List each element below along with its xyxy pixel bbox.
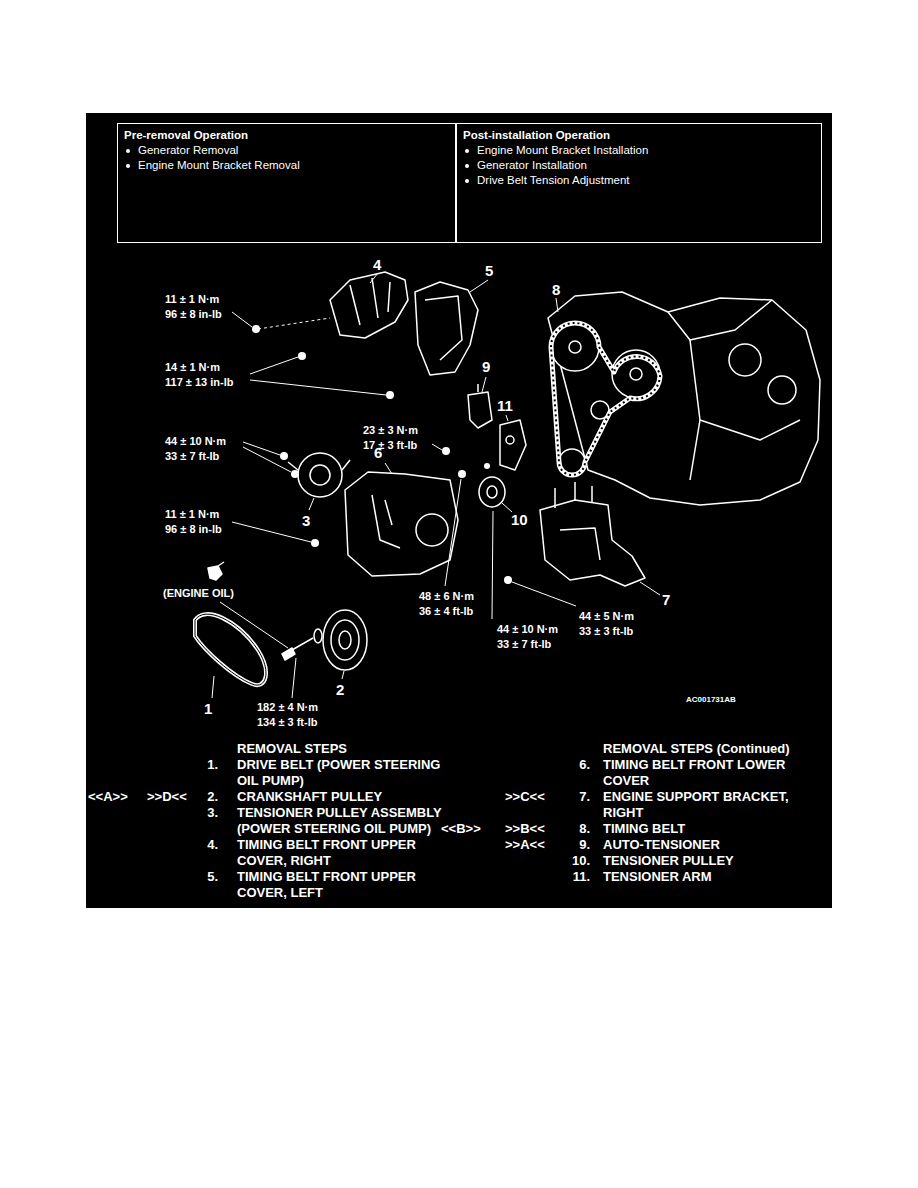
section-heading: Post-installation Operation xyxy=(463,128,815,143)
bullet xyxy=(465,164,469,168)
step-text: TIMING BELT FRONT LOWER COVER xyxy=(603,757,813,789)
post-installation-cell: Post-installation OperationEngine Mount … xyxy=(456,123,822,243)
step-number: 8. xyxy=(560,821,590,837)
leader-lines xyxy=(212,273,660,698)
callout-number: 3 xyxy=(302,512,310,529)
bullet-row: Engine Mount Bracket Installation xyxy=(463,143,815,158)
torque-value: 11 ± 1 N·m xyxy=(165,292,219,307)
torque-value: 44 ± 5 N·m xyxy=(579,609,634,624)
torque-value: 96 ± 8 in-lb xyxy=(165,307,222,322)
callout-number: 10 xyxy=(511,511,528,528)
bullet xyxy=(465,149,469,153)
step-text: AUTO-TENSIONER xyxy=(603,837,813,853)
torque-value: 23 ± 3 N·m xyxy=(363,423,418,438)
procedure-marker: >>B<< xyxy=(505,821,545,837)
bullet-row: Generator Removal xyxy=(124,143,449,158)
step-number: 5. xyxy=(188,869,218,885)
section-heading: Pre-removal Operation xyxy=(124,128,449,143)
callout-number: 7 xyxy=(662,591,670,608)
step-number: 7. xyxy=(560,789,590,805)
torque-value: 134 ± 3 ft-lb xyxy=(257,715,317,730)
procedure-marker: <<A>> xyxy=(88,789,128,805)
torque-value: 182 ± 4 N·m xyxy=(257,700,318,715)
step-text: DRIVE BELT (POWER STEERING OIL PUMP) xyxy=(237,757,452,789)
step-number: 2. xyxy=(188,789,218,805)
upper-cover-left xyxy=(415,282,478,375)
step-number: 6. xyxy=(560,757,590,773)
step-text: ENGINE SUPPORT BRACKET, RIGHT xyxy=(603,789,813,821)
torque-value: 36 ± 4 ft-lb xyxy=(419,604,473,619)
bullet-row: Drive Belt Tension Adjustment xyxy=(463,173,815,188)
step-number: 1. xyxy=(188,757,218,773)
callout-number: 4 xyxy=(373,256,381,273)
step-number: 3. xyxy=(188,805,218,821)
torque-value: 44 ± 10 N·m xyxy=(497,622,558,637)
bullet-item: Generator Removal xyxy=(138,143,238,158)
procedure-marker: >>D<< xyxy=(147,789,187,805)
procedure-marker: >>A<< xyxy=(505,837,545,853)
step-text: TIMING BELT xyxy=(603,821,813,837)
torque-value: 48 ± 6 N·m xyxy=(419,589,474,604)
step-number: 4. xyxy=(188,837,218,853)
figure-code: AC001731AB xyxy=(686,695,736,705)
torque-value: 33 ± 3 ft-lb xyxy=(579,624,633,639)
tensioner-pulley-assembly xyxy=(288,453,350,497)
engine xyxy=(548,292,820,505)
pre-removal-cell: Pre-removal OperationGenerator RemovalEn… xyxy=(117,123,456,243)
bolts xyxy=(252,325,512,584)
bullet-item: Engine Mount Bracket Removal xyxy=(138,158,300,173)
bullet-item: Generator Installation xyxy=(477,158,587,173)
bullet-item: Engine Mount Bracket Installation xyxy=(477,143,648,158)
engine-support-bracket xyxy=(540,482,645,586)
black-panel xyxy=(86,113,832,908)
step-text: TIMING BELT FRONT UPPER COVER, RIGHT xyxy=(237,837,452,869)
step-text: TENSIONER PULLEY xyxy=(603,853,813,869)
tensioner-pulley xyxy=(479,477,505,507)
callout-number: 8 xyxy=(552,281,560,298)
callout-number: 9 xyxy=(482,358,490,375)
torque-value: 44 ± 10 N·m xyxy=(165,434,226,449)
bullet-item: Drive Belt Tension Adjustment xyxy=(477,173,630,188)
drive-belt xyxy=(195,614,266,685)
torque-value: 33 ± 7 ft-lb xyxy=(497,637,551,652)
steps-heading: REMOVAL STEPS xyxy=(237,741,347,757)
timing-belt xyxy=(551,323,660,475)
step-text: TENSIONER PULLEY ASSEMBLY (POWER STEERIN… xyxy=(237,805,452,837)
step-text: CRANKSHAFT PULLEY xyxy=(237,789,452,805)
torque-value: 96 ± 8 in-lb xyxy=(165,522,222,537)
step-number: 10. xyxy=(560,853,590,869)
callout-number: 11 xyxy=(497,397,513,414)
step-text: TIMING BELT FRONT UPPER COVER, LEFT xyxy=(237,869,452,901)
crankshaft-pulley xyxy=(282,610,367,670)
upper-cover-right xyxy=(330,272,408,338)
torque-value: 117 ± 13 in-lb xyxy=(165,375,233,390)
tensioner-arm xyxy=(500,420,526,470)
procedure-marker: <<B>> xyxy=(441,821,481,837)
torque-value: 14 ± 1 N·m xyxy=(165,360,220,375)
callout-number: 6 xyxy=(374,444,382,461)
lower-cover xyxy=(345,472,458,576)
torque-value: 11 ± 1 N·m xyxy=(165,507,219,522)
bullet xyxy=(465,179,469,183)
procedure-marker: >>C<< xyxy=(505,789,545,805)
auto-tensioner xyxy=(468,384,492,428)
step-text: TENSIONER ARM xyxy=(603,869,813,885)
bullet-row: Generator Installation xyxy=(463,158,815,173)
callout-number: 5 xyxy=(485,262,493,279)
bullet-row: Engine Mount Bracket Removal xyxy=(124,158,449,173)
note-text: (ENGINE OIL) xyxy=(163,586,234,601)
steps-heading: REMOVAL STEPS (Continued) xyxy=(603,741,790,757)
bullet xyxy=(126,164,130,168)
oil-icon xyxy=(208,562,224,580)
callout-number: 2 xyxy=(336,681,344,698)
callout-number: 1 xyxy=(204,700,212,717)
step-number: 9. xyxy=(560,837,590,853)
step-number: 11. xyxy=(560,869,590,885)
torque-value: 17 ± 3 ft-lb xyxy=(363,438,417,453)
bullet xyxy=(126,149,130,153)
torque-value: 33 ± 7 ft-lb xyxy=(165,449,219,464)
